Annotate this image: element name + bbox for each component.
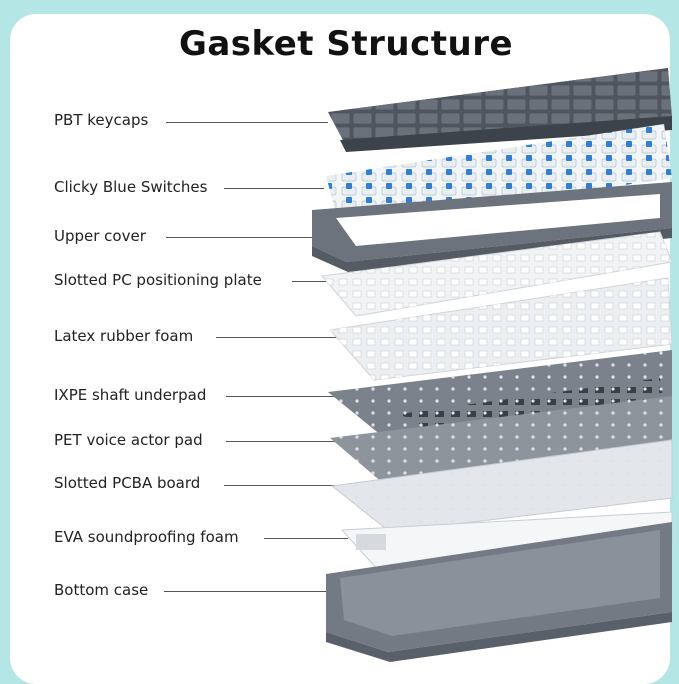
- label-latex-rubber-foam: Latex rubber foam: [54, 327, 194, 345]
- label-bottom-case: Bottom case: [54, 581, 149, 599]
- label-slotted-pcba-board: Slotted PCBA board: [54, 474, 201, 492]
- pc-plate-layer: [321, 231, 673, 317]
- leader-line-upper-cover: [166, 237, 342, 238]
- pcba-board-layer: [330, 439, 673, 533]
- leader-line-pcba: [224, 485, 346, 486]
- label-slotted-pc-plate: Slotted PC positioning plate: [54, 271, 262, 289]
- leader-line-pc-plate: [292, 281, 346, 282]
- leader-line-bottom-case: [164, 591, 334, 592]
- latex-foam-layer: [329, 277, 673, 381]
- label-pbt-keycaps: PBT keycaps: [54, 111, 149, 129]
- upper-cover-layer: [312, 182, 672, 272]
- leader-line-eva: [264, 538, 348, 539]
- keycaps-layer: [328, 68, 672, 152]
- label-upper-cover: Upper cover: [54, 227, 146, 245]
- label-ixpe-shaft-underpad: IXPE shaft underpad: [54, 386, 207, 404]
- leader-line-pet: [226, 441, 344, 442]
- bottom-case-layer: [326, 522, 672, 662]
- pet-pad-layer: [330, 396, 672, 484]
- label-eva-soundproofing-foam: EVA soundproofing foam: [54, 528, 239, 546]
- switches-layer: [326, 124, 672, 228]
- label-clicky-blue-switches: Clicky Blue Switches: [54, 178, 208, 196]
- leader-line-switches: [224, 188, 324, 189]
- leader-line-keycaps: [166, 122, 328, 123]
- leader-line-ixpe: [226, 396, 336, 397]
- ixpe-underpad-layer: [328, 350, 672, 436]
- leader-line-latex-foam: [216, 337, 346, 338]
- diagram-title: Gasket Structure: [178, 24, 514, 64]
- label-pet-voice-actor-pad: PET voice actor pad: [54, 431, 203, 449]
